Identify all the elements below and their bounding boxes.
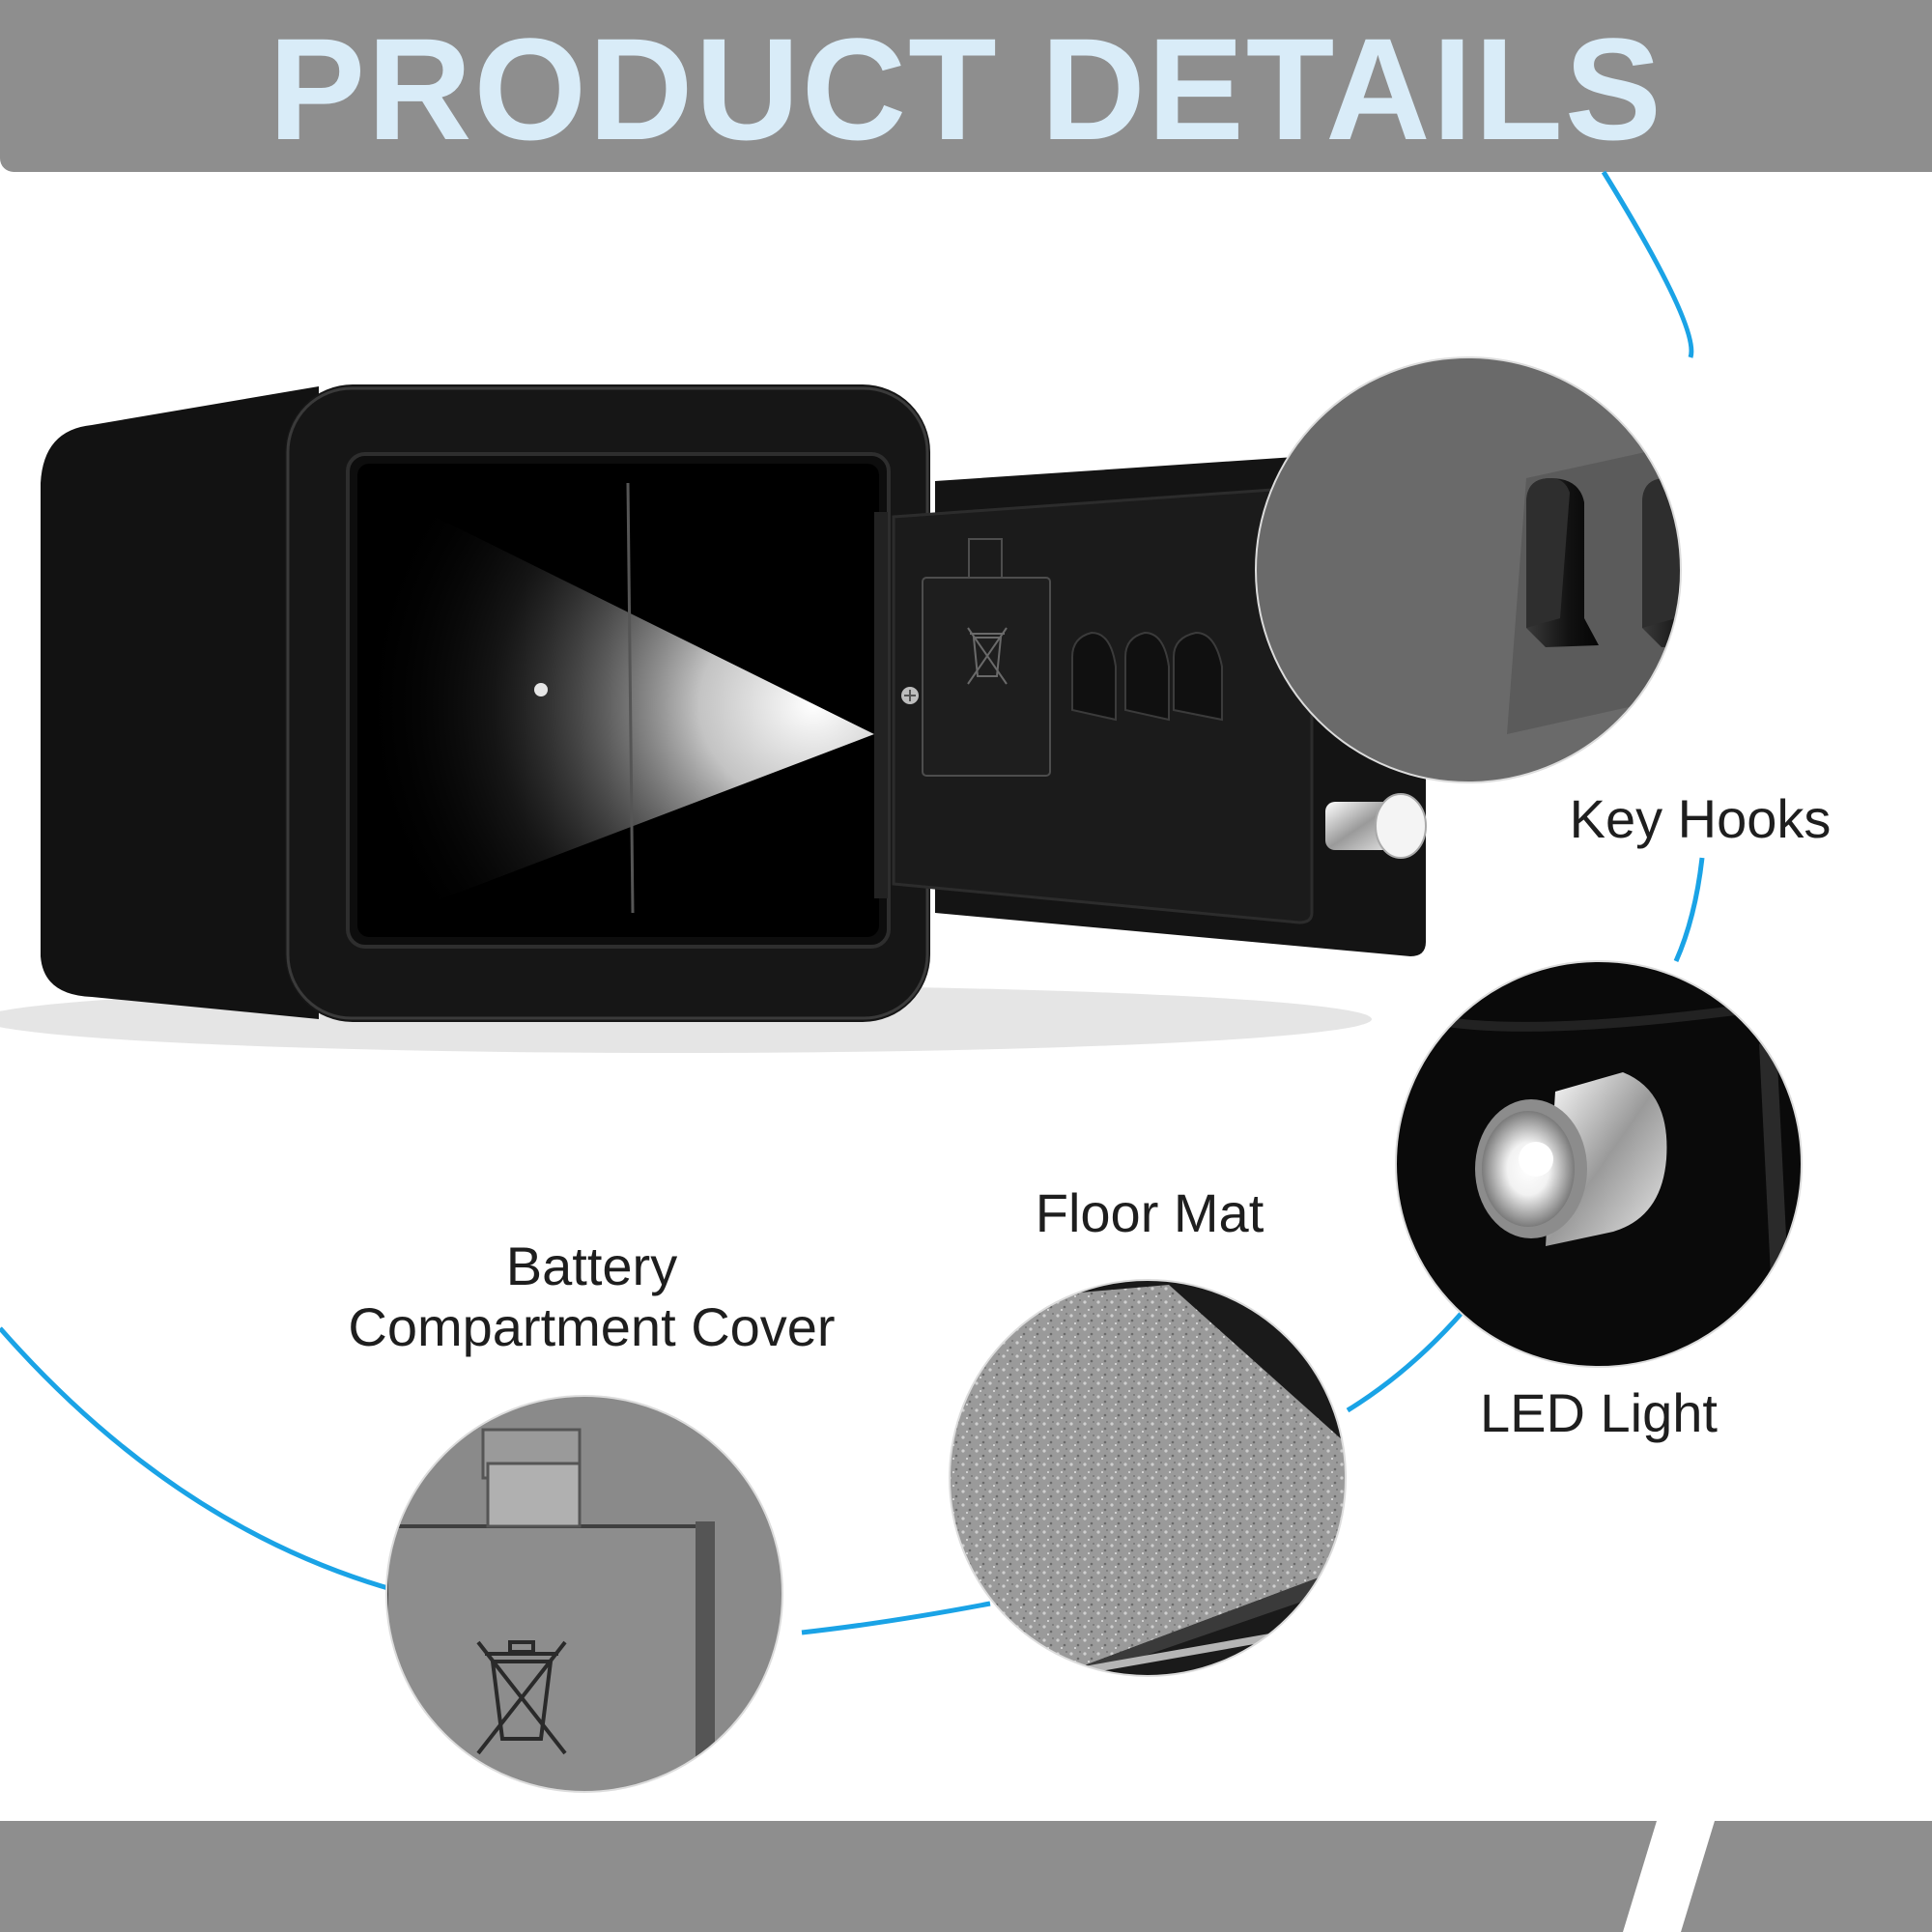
detail-floor-mat xyxy=(950,1280,1346,1676)
footer-banner xyxy=(0,1821,1932,1932)
accent-arc-bottom xyxy=(801,1601,991,1635)
callout-battery-line1: Battery xyxy=(505,1236,678,1296)
detail-battery-cover xyxy=(386,1396,782,1792)
callout-battery-line2: Compartment Cover xyxy=(348,1295,836,1357)
accent-arc-left xyxy=(0,1326,392,1592)
callout-led-light: LED Light xyxy=(1480,1382,1718,1443)
accent-arc-top xyxy=(1601,170,1694,358)
recycle-bin-crossed-icon xyxy=(476,1640,567,1755)
callout-battery-cover: Battery Compartment Cover xyxy=(309,1236,874,1357)
callout-key-hooks: Key Hooks xyxy=(1569,788,1832,849)
door-key-hooks xyxy=(1071,631,1223,722)
detail-key-hooks xyxy=(1256,357,1681,782)
accent-arc-low xyxy=(1346,1309,1465,1413)
mount-hole xyxy=(534,683,548,696)
detail-led-light xyxy=(1396,961,1802,1367)
locking-bolt-bottom xyxy=(1325,793,1427,859)
safe-body xyxy=(41,384,930,1022)
recycle-bin-crossed-icon xyxy=(967,627,1008,685)
light-beam xyxy=(367,483,874,927)
page-title: PRODUCT DETAILS xyxy=(269,8,1663,170)
header-banner: PRODUCT DETAILS xyxy=(0,0,1932,172)
accent-arc-mid xyxy=(1673,857,1705,963)
callout-floor-mat: Floor Mat xyxy=(1035,1182,1264,1243)
